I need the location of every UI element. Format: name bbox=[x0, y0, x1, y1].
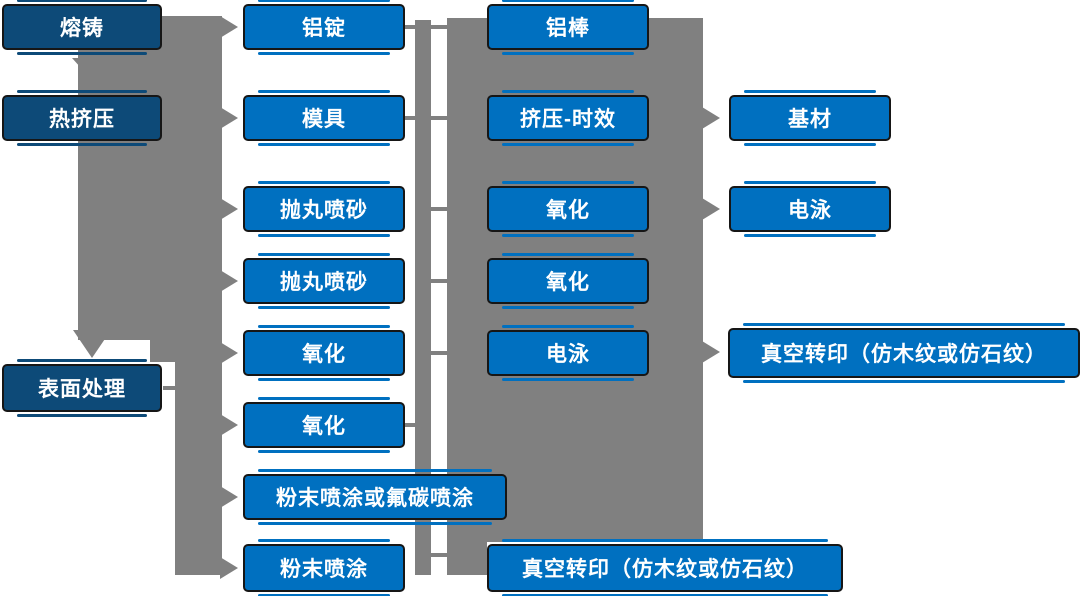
arrow-to-base-material bbox=[702, 107, 720, 129]
node-powder-coating: 粉末喷涂 bbox=[243, 539, 405, 596]
node-surface-treatment: 表面处理 bbox=[2, 359, 162, 417]
node-melting-casting: 熔铸 bbox=[2, 0, 162, 55]
arrow-to-shot-blasting-1 bbox=[220, 198, 238, 220]
node-oxidation-c: 氧化 bbox=[487, 181, 649, 237]
arrow-to-hot-extrusion bbox=[72, 58, 126, 88]
node-electrophoresis-b: 电泳 bbox=[729, 181, 891, 237]
tie-oxidation-b bbox=[405, 423, 415, 427]
mid-wide-band-foot bbox=[447, 542, 487, 575]
arrow-to-mold bbox=[220, 107, 238, 129]
arrow-to-oxidation-a bbox=[220, 342, 238, 364]
arrow-to-aluminum-ingot bbox=[220, 16, 238, 38]
node-shot-blasting-1: 抛丸喷砂 bbox=[243, 181, 405, 237]
node-aluminum-ingot: 铝锭 bbox=[243, 0, 405, 55]
node-oxidation-b: 氧化 bbox=[243, 397, 405, 453]
tie-oxidation-c bbox=[431, 207, 447, 211]
tie-aluminum-ingot bbox=[405, 25, 447, 29]
node-mold: 模具 bbox=[243, 90, 405, 146]
node-oxidation-a: 氧化 bbox=[243, 325, 405, 381]
tie-bottom bbox=[431, 553, 447, 557]
tie-electrophoresis-a bbox=[431, 351, 447, 355]
node-vacuum-transfer-b: 真空转印（仿木纹或仿石纹） bbox=[728, 323, 1080, 383]
surface-treatment-band bbox=[175, 340, 222, 575]
arrow-to-powder-fluorocarbon bbox=[220, 486, 238, 508]
node-vacuum-transfer-a: 真空转印（仿木纹或仿石纹） bbox=[487, 539, 843, 596]
arrow-to-powder-coating bbox=[220, 557, 238, 579]
node-base-material: 基材 bbox=[729, 90, 891, 146]
node-oxidation-d: 氧化 bbox=[487, 253, 649, 309]
node-aluminum-rod: 铝棒 bbox=[487, 0, 649, 55]
arrow-to-oxidation-b bbox=[220, 414, 238, 436]
arrow-to-vacuum-transfer-b bbox=[702, 341, 720, 363]
node-shot-blasting-2: 抛丸喷砂 bbox=[243, 253, 405, 309]
arrow-to-surface-treatment bbox=[73, 330, 111, 358]
mid-narrow-band bbox=[415, 20, 431, 575]
node-electrophoresis-a: 电泳 bbox=[487, 325, 649, 381]
tie-surface-treatment bbox=[163, 386, 175, 390]
arrow-to-electrophoresis-b bbox=[702, 198, 720, 220]
tie-oxidation-d bbox=[431, 279, 447, 283]
arrow-to-shot-blasting-2 bbox=[220, 270, 238, 292]
tie-mold bbox=[405, 116, 447, 120]
node-hot-extrusion: 热挤压 bbox=[2, 90, 162, 146]
node-powder-or-fluorocarbon: 粉末喷涂或氟碳喷涂 bbox=[243, 469, 507, 525]
node-extrusion-aging: 挤压-时效 bbox=[487, 90, 649, 146]
